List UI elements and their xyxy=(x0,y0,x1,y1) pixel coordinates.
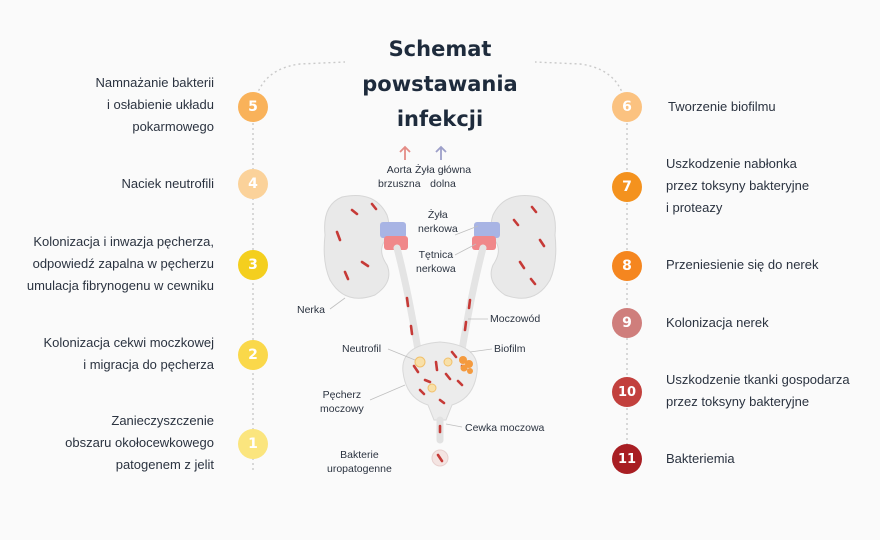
label-bladder: Pęcherz moczowy xyxy=(320,389,364,415)
label-renal-artery: Tętnica nerkowa xyxy=(416,249,456,275)
label-renal-vein: Żyła nerkowa xyxy=(418,209,458,235)
step-4-badge: 4 xyxy=(238,169,268,199)
page-title: Schemat powstawania infekcji xyxy=(340,32,540,137)
label-ureter: Moczowód xyxy=(490,313,541,325)
step-10-badge: 10 xyxy=(612,377,642,407)
label-urethra: Cewka moczowa xyxy=(465,422,545,434)
left-renal-artery xyxy=(384,236,408,250)
title-line-1: Schemat xyxy=(388,37,492,61)
right-ureter xyxy=(458,244,487,354)
step-9-text: Kolonizacja nerek xyxy=(666,315,769,330)
right-kidney xyxy=(490,195,557,299)
step-6-badge: 6 xyxy=(612,92,642,122)
step-1-text: Zanieczyszczenie obszaru okołocewkowego … xyxy=(65,413,214,472)
left-ureter xyxy=(393,244,422,354)
step-3-text: Kolonizacja i inwazja pęcherza, odpowied… xyxy=(26,234,214,293)
label-kidney: Nerka xyxy=(297,304,326,316)
step-8-text: Przeniesienie się do nerek xyxy=(666,257,819,272)
bladder xyxy=(402,341,478,421)
step-3-badge: 3 xyxy=(238,250,268,280)
aorta-arrow-icon xyxy=(399,145,411,160)
biofilm-icon xyxy=(459,356,473,374)
step-5-badge: 5 xyxy=(238,92,268,122)
right-renal-vein xyxy=(474,222,500,238)
step-7-text: Uszkodzenie nabłonka przez toksyny bakte… xyxy=(666,156,810,215)
right-timeline xyxy=(534,61,628,465)
step-11-badge: 11 xyxy=(612,444,642,474)
step-5-text: Namnażanie bakterii i osłabienie układu … xyxy=(95,75,214,134)
step-9-badge: 9 xyxy=(612,308,642,338)
label-biofilm: Biofilm xyxy=(494,343,526,355)
left-kidney xyxy=(323,195,390,299)
label-aorta: Aorta brzuszna xyxy=(378,164,421,190)
step-2-badge: 2 xyxy=(238,340,268,370)
step-6-text: Tworzenie biofilmu xyxy=(668,99,776,114)
label-neutrophil: Neutrofil xyxy=(342,343,382,355)
neutrophil-icon xyxy=(414,356,453,393)
step-1-badge: 1 xyxy=(238,429,268,459)
bacteria-marks xyxy=(335,202,546,463)
left-timeline xyxy=(252,61,346,470)
step-4-text: Naciek neutrofili xyxy=(121,176,215,191)
leader-lines xyxy=(329,225,493,428)
title-line-3: infekcji xyxy=(396,107,484,131)
right-renal-artery xyxy=(472,236,496,250)
label-bacteria: Bakterie uropatogenne xyxy=(327,449,392,475)
step-2-text: Kolonizacja cekwi moczkowej i migracja d… xyxy=(43,335,214,372)
left-renal-vein xyxy=(380,222,406,238)
vena-cava-arrow-icon xyxy=(435,145,447,160)
label-vena-cava: Żyła główna dolna xyxy=(415,164,472,190)
step-8-badge: 8 xyxy=(612,251,642,281)
step-11-text: Bakteriemia xyxy=(666,451,735,466)
step-10-text: Uszkodzenie tkanki gospodarza przez toks… xyxy=(666,372,850,409)
step-7-badge: 7 xyxy=(612,172,642,202)
title-line-2: powstawania xyxy=(362,72,518,96)
